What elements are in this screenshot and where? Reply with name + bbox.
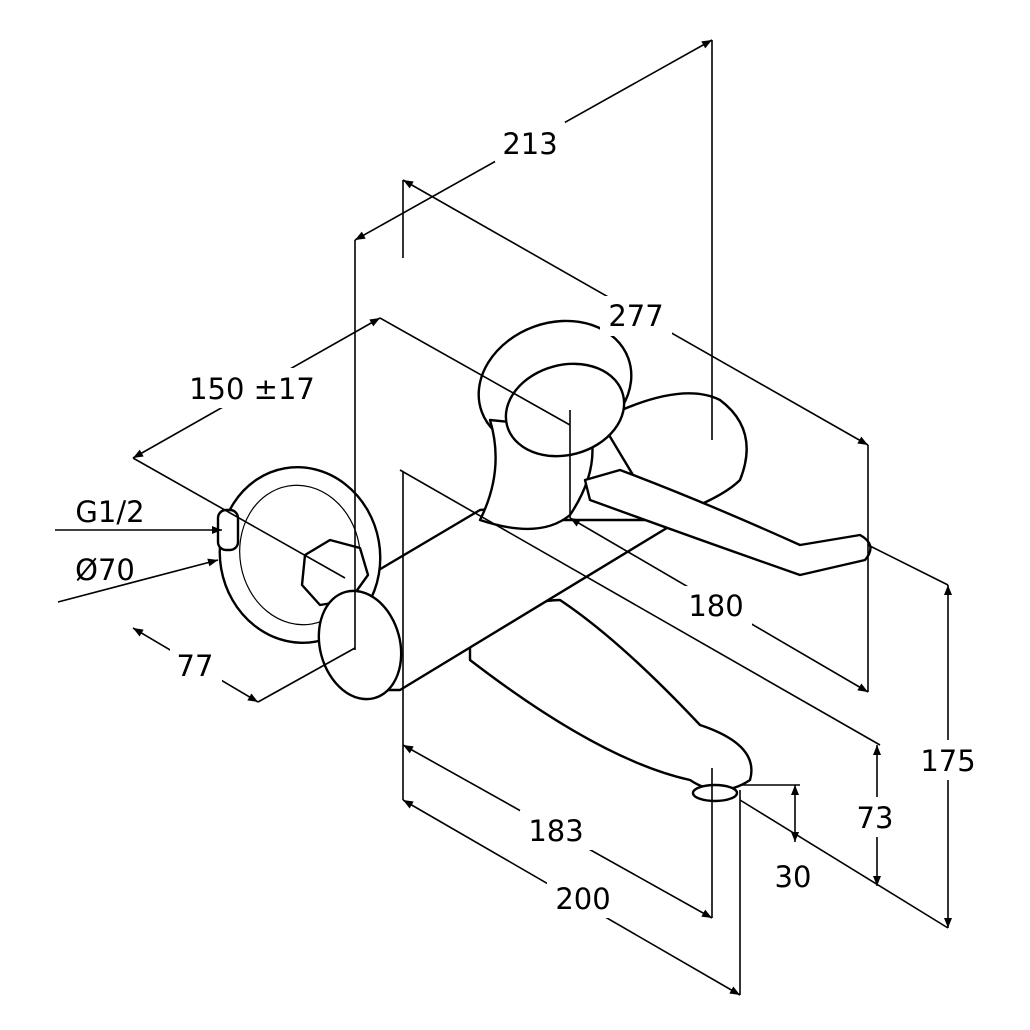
spout xyxy=(468,598,753,792)
label-200: 200 xyxy=(555,882,610,916)
label-77: 77 xyxy=(177,649,214,683)
label-277: 277 xyxy=(608,299,663,333)
label-180: 180 xyxy=(688,589,743,623)
label-thread-g12: G1/2 xyxy=(75,495,144,529)
label-73: 73 xyxy=(857,801,894,835)
label-150-tolerance: 150 ±17 xyxy=(189,372,315,406)
dimension-labels: 213 277 150 ±17 G1/2 Ø70 77 180 183 200 … xyxy=(75,122,983,918)
body-end-cap xyxy=(317,589,403,701)
label-213: 213 xyxy=(502,127,557,161)
aerator xyxy=(691,783,739,803)
label-diameter-70: Ø70 xyxy=(75,553,135,587)
label-183: 183 xyxy=(528,814,583,848)
label-30: 30 xyxy=(775,860,812,894)
label-175: 175 xyxy=(920,744,975,778)
leader-d70 xyxy=(57,558,219,603)
